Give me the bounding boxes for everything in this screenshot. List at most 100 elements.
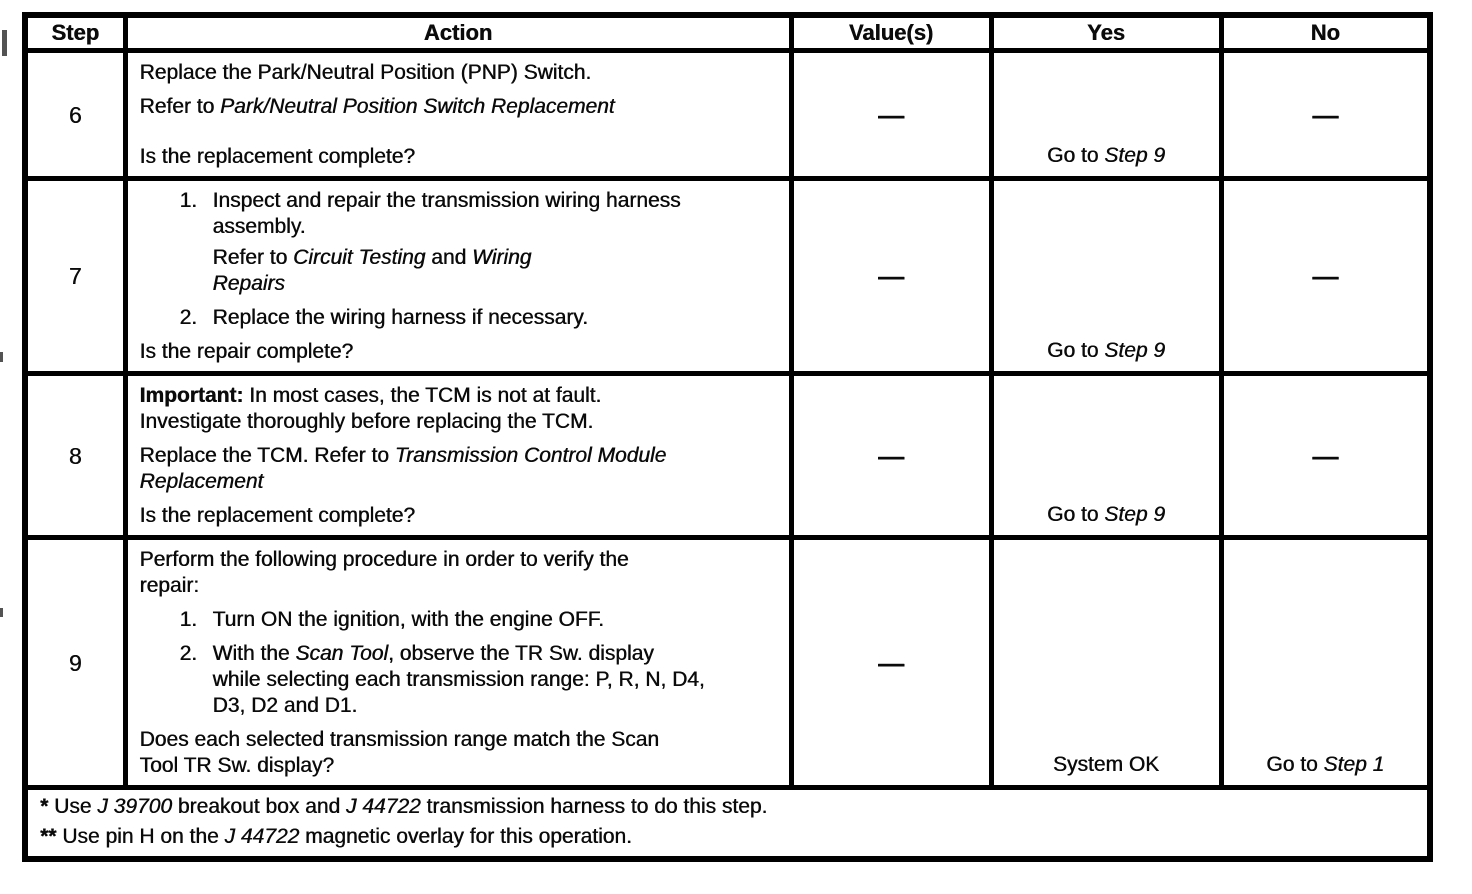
text-segment: * — [40, 795, 49, 818]
text-segment: With the — [212, 642, 296, 665]
paragraph: Important: In most cases, the TCM is not… — [140, 383, 781, 435]
text-segment: while selecting each transmission range:… — [212, 668, 705, 691]
text-segment: J 44722 — [224, 825, 300, 848]
text-line: Investigate thoroughly before replacing … — [140, 409, 781, 435]
text-line: Go to Step 9 — [995, 338, 1218, 364]
text-segment: System OK — [1052, 753, 1160, 776]
text-segment: Replace the wiring harness if necessary. — [212, 306, 588, 329]
no-cell: — — [1218, 48, 1433, 181]
list-item: 1.Inspect and repair the transmission wi… — [180, 188, 781, 240]
paragraph: Go to Step 1 — [1225, 752, 1427, 778]
value-cell: — — [788, 176, 994, 376]
list-item-body: Replace the wiring harness if necessary. — [213, 305, 588, 331]
text-segment: Replacement — [139, 470, 264, 493]
text-segment: Go to — [1047, 503, 1105, 526]
text-segment: assembly. — [212, 215, 306, 238]
list-item: 1.Turn ON the ignition, with the engine … — [180, 607, 781, 633]
footnote-row: * Use J 39700 breakout box and J 44722 t… — [22, 785, 1433, 862]
paragraph: Go to Step 9 — [995, 143, 1218, 169]
paragraph: Replace the TCM. Refer to Transmission C… — [140, 443, 781, 495]
scan-artifact — [2, 30, 7, 56]
step-9-row: 9 Perform the following procedure in ord… — [22, 535, 1433, 790]
action-content: Important: In most cases, the TCM is not… — [128, 376, 789, 535]
step-6-row: 6 Replace the Park/Neutral Position (PNP… — [22, 48, 1433, 181]
action-cell: Replace the Park/Neutral Position (PNP) … — [122, 48, 794, 181]
action-cell: Important: In most cases, the TCM is not… — [122, 371, 794, 540]
text-line: assembly. — [213, 214, 681, 240]
text-segment: Does each selected transmission range ma… — [139, 728, 659, 751]
text-segment: D3, D2 and D1. — [212, 694, 358, 717]
yes-cell: Go to Step 9 — [988, 48, 1224, 181]
text-line: Is the replacement complete? — [140, 144, 781, 170]
text-line: D3, D2 and D1. — [213, 693, 705, 719]
value-cell: — — [788, 48, 994, 181]
scan-artifact — [0, 608, 3, 617]
step-number-cell: 8 — [22, 371, 128, 540]
yes-cell: Go to Step 9 — [988, 371, 1224, 540]
text-segment: , observe the TR Sw. display — [388, 642, 654, 665]
text-segment: Replace the Park/Neutral Position (PNP) … — [139, 61, 592, 84]
question-text: Is the replacement complete? — [140, 495, 781, 529]
text-segment: Use — [48, 795, 98, 818]
text-segment: ** — [40, 825, 57, 848]
column-header-action: Action — [122, 12, 794, 53]
paragraph: Go to Step 9 — [995, 338, 1218, 364]
text-segment: Refer to — [212, 246, 294, 269]
paragraph: Perform the following procedure in order… — [140, 547, 781, 599]
text-segment: Replace the TCM. Refer to — [139, 444, 395, 467]
list-item-body: With the Scan Tool, observe the TR Sw. d… — [213, 641, 705, 719]
text-line: Turn ON the ignition, with the engine OF… — [213, 607, 604, 633]
text-line: Is the replacement complete? — [140, 503, 781, 529]
list-item: 2.Replace the wiring harness if necessar… — [180, 305, 781, 331]
step-number-cell: 6 — [22, 48, 128, 181]
column-header-yes: Yes — [988, 12, 1224, 53]
text-segment: Circuit Testing — [293, 246, 426, 269]
text-segment: In most cases, the TCM is not at fault. — [243, 384, 602, 407]
text-segment: J 44722 — [345, 795, 421, 818]
text-segment: Park/Neutral Position Switch Replacement — [220, 95, 615, 118]
text-segment: Go to — [1047, 339, 1105, 362]
paragraph: * Use J 39700 breakout box and J 44722 t… — [40, 794, 1417, 820]
text-line: Tool TR Sw. display? — [140, 753, 781, 779]
text-segment: Refer to — [139, 95, 221, 118]
text-segment: Perform the following procedure in order… — [139, 548, 629, 571]
text-segment: Transmission Control Module — [394, 444, 667, 467]
text-line: * Use J 39700 breakout box and J 44722 t… — [40, 794, 1417, 820]
text-segment: Tool TR Sw. display? — [139, 754, 335, 777]
text-segment: Go to — [1047, 144, 1105, 167]
list-item-body: Inspect and repair the transmission wiri… — [213, 188, 681, 240]
action-content: Perform the following procedure in order… — [128, 540, 789, 785]
text-line: Important: In most cases, the TCM is not… — [140, 383, 781, 409]
no-cell: — — [1218, 176, 1433, 376]
yes-cell: Go to Step 9 — [988, 176, 1224, 376]
no-cell: — — [1218, 371, 1433, 540]
text-line: Replace the Park/Neutral Position (PNP) … — [140, 60, 781, 86]
text-segment: Important: — [139, 384, 244, 407]
action-cell: Perform the following procedure in order… — [122, 535, 794, 790]
header-row: Step Action Value(s) Yes No — [22, 12, 1433, 53]
step-number-cell: 9 — [22, 535, 128, 790]
text-line: Refer to Park/Neutral Position Switch Re… — [140, 94, 781, 120]
text-segment: Use pin H on the — [56, 825, 225, 848]
text-line: System OK — [995, 752, 1218, 778]
column-header-values: Value(s) — [788, 12, 994, 53]
paragraph: ** Use pin H on the J 44722 magnetic ove… — [40, 824, 1417, 850]
text-segment: Inspect and repair the transmission wiri… — [212, 189, 681, 212]
text-segment: Is the replacement complete? — [139, 145, 415, 168]
text-segment: and — [425, 246, 473, 269]
text-line: Inspect and repair the transmission wiri… — [213, 188, 681, 214]
list-number: 2. — [179, 642, 198, 665]
paragraph: Go to Step 9 — [995, 502, 1218, 528]
text-segment: Investigate thoroughly before replacing … — [139, 410, 594, 433]
text-segment: Turn ON the ignition, with the engine OF… — [212, 608, 604, 631]
value-cell: — — [788, 535, 994, 790]
text-line: With the Scan Tool, observe the TR Sw. d… — [213, 641, 705, 667]
value-cell: — — [788, 371, 994, 540]
text-segment: repair: — [139, 574, 200, 597]
text-segment: Scan Tool — [295, 642, 388, 665]
step-7-row: 7 1.Inspect and repair the transmission … — [22, 176, 1433, 376]
text-line: Perform the following procedure in order… — [140, 547, 781, 573]
no-cell: Go to Step 1 — [1218, 535, 1433, 790]
